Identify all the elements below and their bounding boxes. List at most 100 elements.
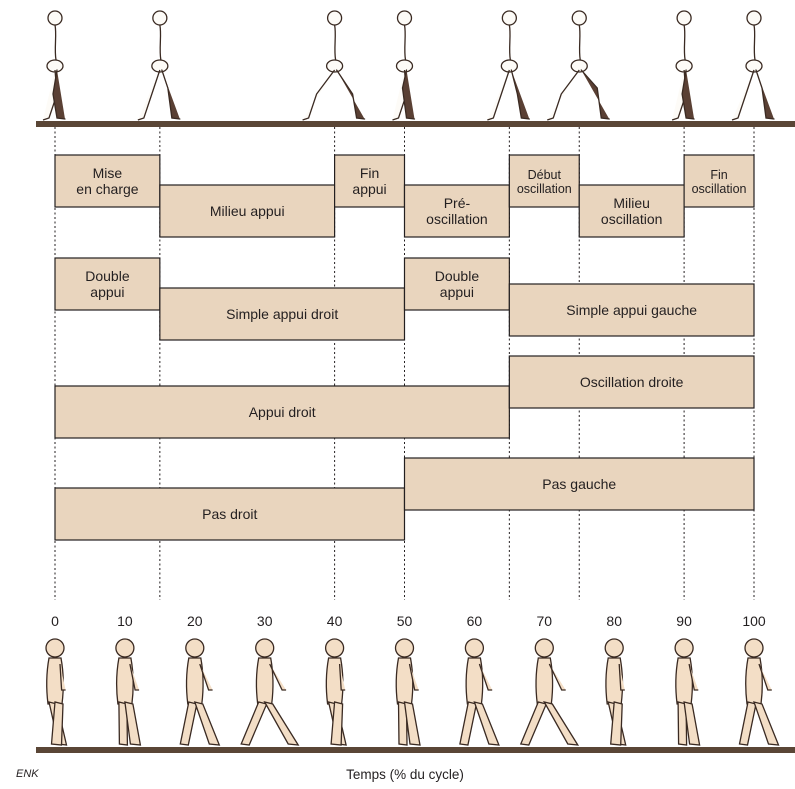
pelvis bbox=[325, 59, 344, 73]
right-leg-bone bbox=[755, 69, 775, 120]
skeleton-figure bbox=[671, 10, 695, 121]
head bbox=[45, 638, 65, 658]
phase-label: Fin bbox=[360, 165, 379, 181]
right-leg-bone bbox=[52, 69, 66, 120]
phase-label: Appui droit bbox=[249, 404, 316, 420]
head bbox=[534, 638, 554, 658]
walking-figure bbox=[738, 638, 780, 746]
skeleton-figure bbox=[42, 10, 66, 121]
walking-figure bbox=[604, 638, 627, 746]
skeleton-figure bbox=[487, 10, 531, 121]
right-leg bbox=[124, 701, 142, 746]
head bbox=[464, 638, 485, 658]
phase-box-shape bbox=[54, 385, 510, 439]
skull bbox=[746, 10, 762, 26]
spine bbox=[54, 24, 57, 61]
right-leg bbox=[403, 701, 421, 746]
top-ground-bar bbox=[36, 121, 795, 127]
right-leg bbox=[609, 701, 623, 746]
left-leg-bone bbox=[547, 69, 580, 121]
walking-body-figures bbox=[45, 638, 780, 746]
phase-box: Oscillation droite bbox=[508, 355, 755, 409]
phase-label: appui bbox=[352, 181, 386, 197]
phase-box-shape bbox=[54, 487, 406, 541]
spine bbox=[508, 24, 511, 61]
right-leg-bone bbox=[401, 69, 416, 120]
axis-tick-label: 20 bbox=[187, 613, 203, 629]
axis-tick-label: 50 bbox=[397, 613, 413, 629]
phase-label: Double bbox=[85, 268, 130, 284]
head bbox=[255, 638, 275, 658]
walking-figure bbox=[115, 638, 142, 746]
axis-tick-label: 90 bbox=[676, 613, 692, 629]
phase-box: Appui droit bbox=[54, 385, 510, 439]
phase-label: oscillation bbox=[426, 211, 487, 227]
skeleton-figure bbox=[302, 10, 366, 121]
axis-tick-label: 70 bbox=[537, 613, 553, 629]
phase-box-shape bbox=[54, 257, 161, 311]
spine bbox=[333, 24, 337, 61]
left-leg bbox=[179, 701, 198, 746]
right-leg bbox=[542, 701, 580, 746]
phase-row: Appui droit Oscillation droite bbox=[54, 355, 755, 439]
arm bbox=[408, 663, 419, 691]
phase-label: Pas gauche bbox=[542, 476, 616, 492]
phase-box-shape bbox=[334, 154, 406, 208]
phase-box-shape bbox=[508, 283, 755, 337]
axis-tick-label: 30 bbox=[257, 613, 273, 629]
phase-label: Double bbox=[435, 268, 480, 284]
skeleton-figures bbox=[42, 10, 775, 121]
axis-tick-label: 80 bbox=[606, 613, 622, 629]
head bbox=[324, 638, 345, 658]
right-leg bbox=[752, 701, 780, 746]
head bbox=[604, 638, 624, 658]
walking-figure bbox=[519, 638, 580, 746]
phase-label: appui bbox=[90, 284, 124, 300]
phase-box: Pas gauche bbox=[403, 457, 755, 511]
skull bbox=[326, 10, 343, 26]
skull bbox=[571, 10, 587, 26]
phase-box: Simple appui gauche bbox=[508, 283, 755, 337]
left-leg-bone bbox=[731, 69, 755, 121]
spine bbox=[403, 24, 407, 61]
right-leg bbox=[193, 701, 221, 746]
right-leg bbox=[50, 701, 64, 746]
axis-tick-label: 60 bbox=[467, 613, 483, 629]
skull bbox=[152, 10, 168, 26]
right-leg-bone bbox=[580, 69, 610, 120]
phase-label: oscillation bbox=[517, 182, 572, 196]
spine bbox=[753, 24, 756, 61]
phase-box: Pas droit bbox=[54, 487, 406, 541]
right-leg-bone bbox=[681, 69, 695, 120]
left-leg-bone bbox=[137, 69, 161, 121]
right-leg bbox=[683, 701, 701, 746]
left-leg bbox=[118, 701, 129, 746]
left-leg bbox=[397, 701, 408, 746]
phase-box-shape bbox=[403, 457, 755, 511]
left-leg bbox=[459, 701, 478, 746]
phase-box-shape bbox=[578, 184, 685, 238]
phase-box: Milieu appui bbox=[159, 184, 336, 238]
axis-tick-label: 40 bbox=[327, 613, 343, 629]
skeleton-figure bbox=[137, 10, 181, 121]
right-leg-bone bbox=[161, 69, 181, 120]
right-leg-bone bbox=[510, 69, 531, 120]
phase-box-shape bbox=[403, 184, 510, 238]
bottom-ground-bar bbox=[36, 747, 795, 753]
left-leg bbox=[738, 701, 757, 746]
walking-figure bbox=[674, 638, 701, 746]
axis-tick-label: 0 bbox=[51, 613, 59, 629]
right-leg bbox=[473, 701, 500, 746]
skull bbox=[501, 10, 518, 26]
axis-tick-label: 100 bbox=[742, 613, 766, 629]
head bbox=[744, 638, 764, 658]
walking-figure bbox=[240, 638, 300, 746]
skeleton-figure bbox=[731, 10, 775, 121]
phase-box-shape bbox=[54, 154, 161, 208]
phase-label: Mise bbox=[93, 165, 123, 181]
